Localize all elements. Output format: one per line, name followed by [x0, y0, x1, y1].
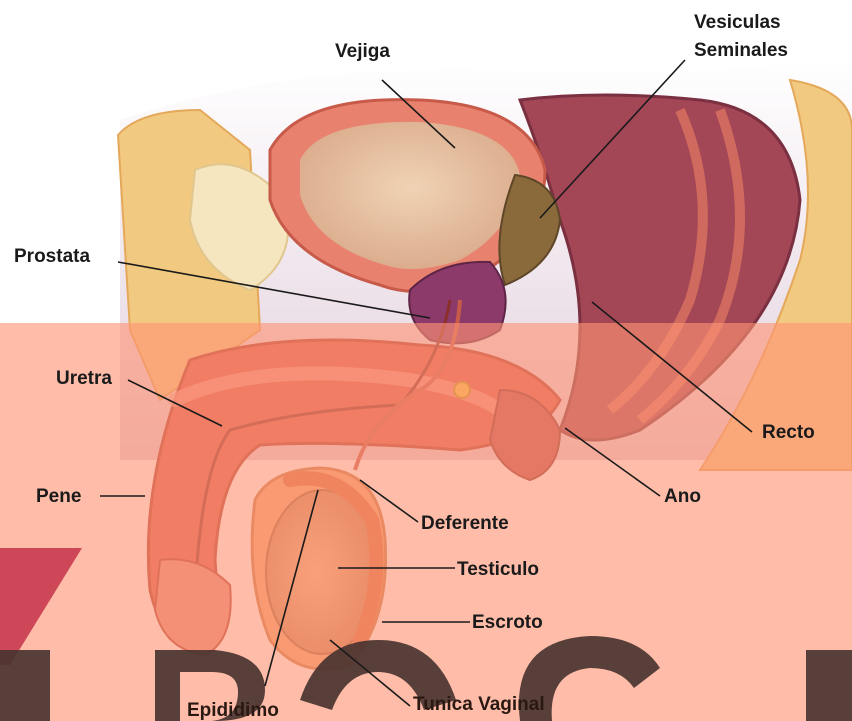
label-vesiculas-line2: Seminales	[694, 40, 788, 61]
label-epididimo: Epididimo	[187, 700, 279, 721]
label-vesiculas-line1: Vesiculas	[694, 12, 781, 33]
label-deferente: Deferente	[421, 513, 509, 534]
label-pene: Pene	[36, 486, 81, 507]
label-uretra: Uretra	[56, 368, 112, 389]
label-ano: Ano	[664, 486, 701, 507]
label-tunica-vaginal: Tunica Vaginal	[413, 694, 545, 715]
label-recto: Recto	[762, 422, 815, 443]
label-escroto: Escroto	[472, 612, 543, 633]
label-testiculo: Testiculo	[457, 559, 539, 580]
label-prostata: Prostata	[14, 246, 90, 267]
label-vejiga: Vejiga	[335, 41, 390, 62]
